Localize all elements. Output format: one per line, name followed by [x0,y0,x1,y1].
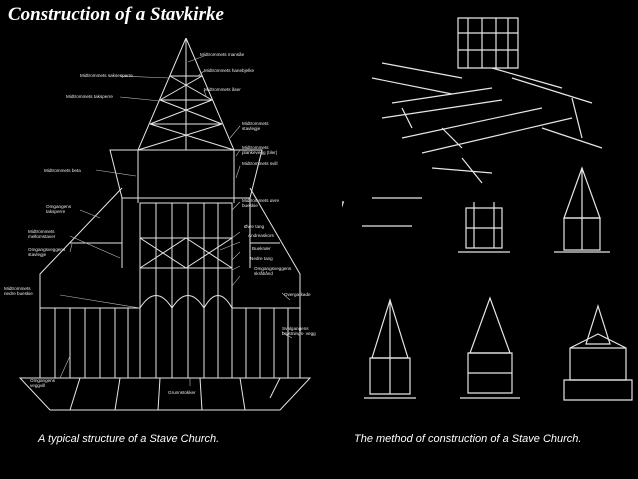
step-spire-walls-2 [460,298,520,398]
caption-construction-method: The method of construction of a Stave Ch… [354,433,582,445]
label-grunnstokker: Grunnstokker [168,390,196,395]
label-beta: Midtrommets beta [44,168,81,173]
label-ovre-bueskie: Midtrommets øvre bueskie [242,198,280,208]
label-mellomstaver: Midtrommets mellomstaver [28,229,56,239]
step-completed-church [564,306,632,400]
label-buekner: Bueknær [252,246,271,251]
label-omgangens-taksperre: Omgangens taksperre [46,204,72,214]
label-svill: Midtrommets svill [242,161,278,166]
label-andreaskors: Andreaskors [248,233,274,238]
label-overgarkade: Overgarkade [284,292,311,297]
slide-title: Construction of a Stavkirke [8,4,224,25]
label-plankevegg: Midtrommets plankevegg (tiler) [242,145,278,155]
construction-method-drawing [342,8,636,420]
label-svalgangens-brystningsvegg: Svalgangens brystnings- vegg [282,326,316,336]
label-omgangsveggens-stavlegje: Omgangsveggens stavlegje [28,247,66,257]
label-saksesperre: Midtrommets saksesperre [80,73,133,78]
label-stavlegje: Midtrommets stavlegje [242,121,269,131]
exploded-frame [372,18,602,183]
step-spire-frame [554,168,610,252]
label-nedre-bueskie: Midtrommets nedre bueskie [4,286,33,296]
label-omgangens-veggvill: Omgangens veggvill [30,378,56,388]
label-mansas: Midtrommets mansåe [200,52,245,57]
label-ovre-tang: Øvre tang [244,224,265,229]
step-spire-walls-1 [364,300,416,398]
step-posts [458,202,510,252]
label-nedre-tang: Nedre tang [250,256,273,261]
stave-church-structure-drawing [0,38,330,430]
step-sill-frame [342,198,422,226]
label-omgangsveggens-skraband: Omgangsveggens skråbånd [254,266,292,276]
label-aser: Midtrommets åser [204,87,241,92]
caption-typical-structure: A typical structure of a Stave Church. [38,433,220,445]
label-taksperre: Midtrommets taksperre [66,94,113,99]
label-hanebjelke: Midtrommets hanebjelke [204,68,255,73]
